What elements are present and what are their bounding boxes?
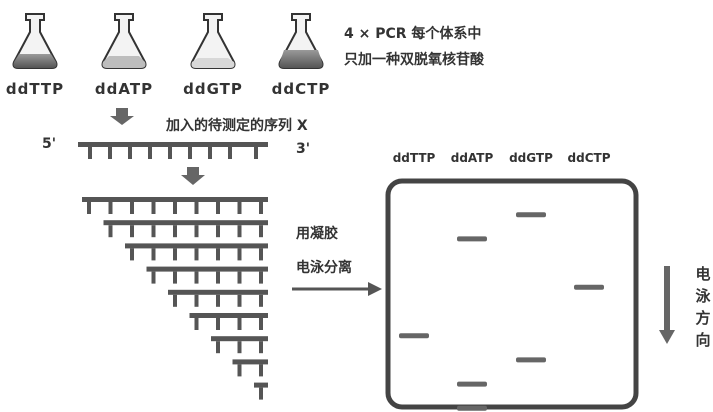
fragment-base <box>238 341 242 353</box>
five-prime-label: 5' <box>42 136 56 152</box>
flask-ddatp <box>103 14 146 68</box>
direction-char-4: 向 <box>695 331 710 349</box>
fragment-base <box>130 202 134 214</box>
direction-char-3: 方 <box>695 309 710 327</box>
flask-ddgtp <box>192 14 235 68</box>
flask-ddctp <box>280 14 323 68</box>
flask-label-ddgtp: ddGTP <box>183 80 243 98</box>
pcr-note-line2: 只加一种双脱氧核苷酸 <box>344 51 485 68</box>
fragment-base <box>173 225 177 237</box>
fragment-base <box>238 295 242 307</box>
flask-label-ddatp: ddATP <box>95 80 153 98</box>
down-arrow-icon <box>110 108 134 125</box>
gel-lane-label-ddgtp: ddGTP <box>509 151 553 165</box>
gel-band <box>457 236 487 241</box>
fragment-base <box>238 272 242 284</box>
template-strand <box>78 142 268 159</box>
fragment-base <box>259 295 263 307</box>
right-arrow-icon <box>292 282 382 296</box>
fragment-base <box>216 248 220 260</box>
fragment-backbone <box>211 336 268 341</box>
fragment-base <box>259 272 263 284</box>
fragment-base <box>259 318 263 330</box>
fragment-base <box>152 202 156 214</box>
fragment-base <box>195 225 199 237</box>
fragment-base <box>259 225 263 237</box>
fragment-base <box>216 225 220 237</box>
fragment-ladder <box>82 197 268 400</box>
fragment-base <box>238 225 242 237</box>
fragment-base <box>195 248 199 260</box>
direction-char-1: 电 <box>695 265 710 283</box>
fragment-base <box>173 202 177 214</box>
pcr-note-line1: 4 × PCR 每个体系中 <box>344 25 481 42</box>
flask-group <box>14 14 323 68</box>
gel-lane-label-ddttp: ddTTP <box>393 151 436 165</box>
fragment-base <box>259 364 263 376</box>
fragment-backbone <box>190 313 269 318</box>
sequence-label: 加入的待测定的序列 X <box>165 117 308 134</box>
electrophoresis-direction-arrow <box>659 266 675 344</box>
electrophoresis-label-line1: 用凝胶 <box>296 225 338 242</box>
gel-lane-label-ddctp: ddCTP <box>568 151 611 165</box>
gel-band <box>574 285 604 290</box>
gel-band <box>457 382 487 387</box>
flask-label-ddttp: ddTTP <box>6 80 64 98</box>
fragment-base <box>152 225 156 237</box>
fragment-base <box>195 318 199 330</box>
fragment-base <box>238 248 242 260</box>
fragment-base <box>109 202 113 214</box>
gel-band <box>457 406 487 411</box>
fragment-backbone <box>254 383 268 388</box>
fragment-base <box>173 248 177 260</box>
fragment-base <box>130 225 134 237</box>
fragment-base <box>216 295 220 307</box>
gel-band <box>516 212 546 217</box>
fragment-base <box>195 202 199 214</box>
fragment-base <box>238 364 242 376</box>
fragment-backbone <box>82 197 268 202</box>
fragment-base <box>259 202 263 214</box>
gel-lane-label-ddatp: ddATP <box>451 151 494 165</box>
fragment-base <box>259 388 263 400</box>
fragment-base <box>195 295 199 307</box>
gel-panel <box>388 181 636 407</box>
fragment-backbone <box>147 267 269 272</box>
fragment-backbone <box>125 243 268 248</box>
gel-band <box>516 357 546 362</box>
fragment-base <box>109 225 113 237</box>
fragment-base <box>130 248 134 260</box>
fragment-base <box>238 318 242 330</box>
direction-char-2: 泳 <box>694 287 711 305</box>
fragment-base <box>152 272 156 284</box>
fragment-base <box>195 272 199 284</box>
fragment-base <box>152 248 156 260</box>
fragment-base <box>216 272 220 284</box>
fragment-base <box>173 272 177 284</box>
three-prime-label: 3' <box>296 141 310 157</box>
fragment-base <box>173 295 177 307</box>
fragment-base <box>238 202 242 214</box>
fragment-backbone <box>233 359 269 364</box>
flask-label-ddctp: ddCTP <box>272 80 331 98</box>
fragment-base <box>259 341 263 353</box>
fragment-backbone <box>104 220 269 225</box>
flask-ddttp <box>14 14 57 68</box>
fragment-base <box>216 318 220 330</box>
fragment-base <box>259 248 263 260</box>
fragment-base <box>87 202 91 214</box>
fragment-base <box>216 202 220 214</box>
fragment-backbone <box>168 290 268 295</box>
gel-band <box>399 333 429 338</box>
fragment-base <box>216 341 220 353</box>
down-arrow-icon <box>181 167 205 185</box>
electrophoresis-label-line2: 电泳分离 <box>296 259 352 276</box>
